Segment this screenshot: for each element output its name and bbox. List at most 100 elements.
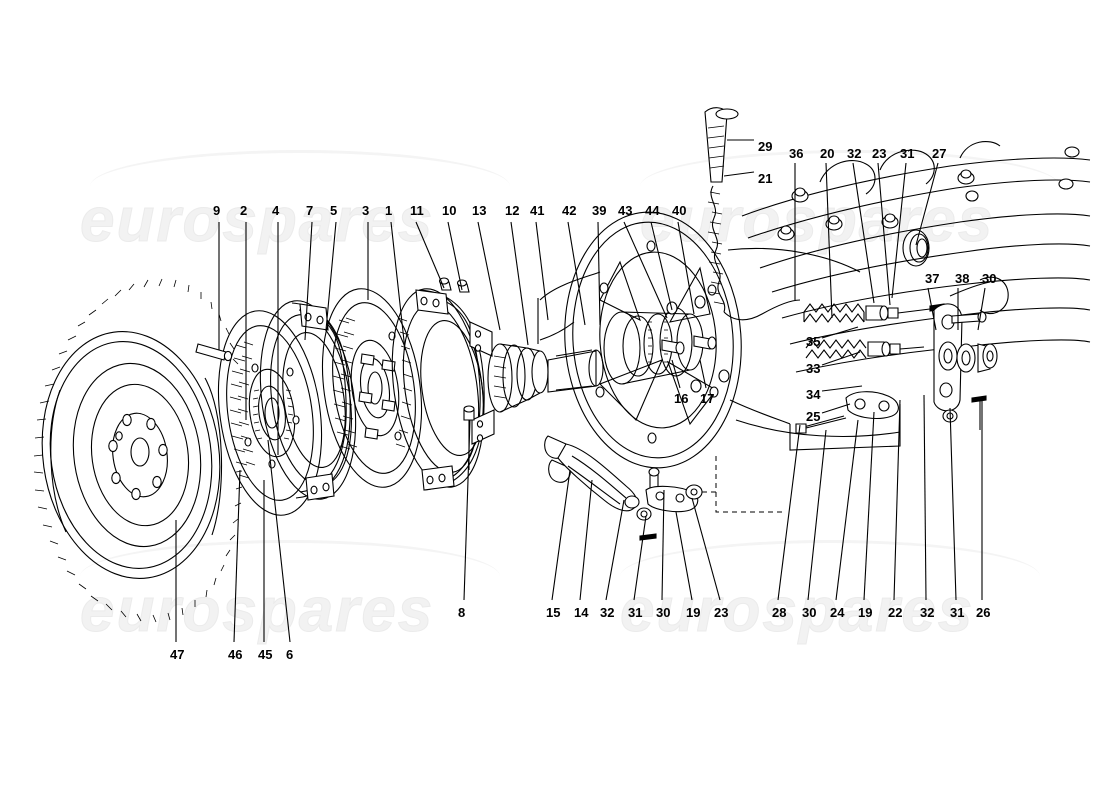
leader-line-37 (927, 287, 937, 331)
callout-label-2: 2 (240, 203, 248, 218)
callout-label-41: 41 (530, 203, 545, 218)
leader-line-28 (777, 424, 801, 601)
leader-line-1 (390, 221, 406, 351)
leader-line-41 (535, 221, 549, 321)
watermark-swoosh (620, 540, 1040, 613)
callout-label-32: 32 (600, 605, 615, 620)
leader-line-32 (852, 162, 875, 304)
leader-line-20 (825, 162, 833, 319)
callout-label-19: 19 (686, 605, 701, 620)
leader-line-42 (567, 221, 586, 326)
callout-label-29: 29 (758, 139, 773, 154)
callout-label-45: 45 (258, 647, 273, 662)
callout-label-43: 43 (618, 203, 633, 218)
leader-line-30 (977, 287, 986, 331)
callout-label-10: 10 (442, 203, 457, 218)
callout-label-42: 42 (562, 203, 577, 218)
watermark-swoosh (90, 150, 510, 223)
leader-lines (175, 139, 986, 643)
leader-line-43 (623, 221, 668, 319)
callout-label-34: 34 (806, 387, 821, 402)
leader-line-31 (891, 162, 907, 299)
callout-label-38: 38 (955, 271, 970, 286)
callout-label-30: 30 (802, 605, 817, 620)
leader-line-10 (447, 221, 463, 291)
leader-line-25 (821, 403, 851, 414)
clutch-release-fork (544, 435, 786, 541)
callout-label-14: 14 (574, 605, 589, 620)
leader-line-23 (877, 162, 891, 306)
leader-line-22 (893, 399, 901, 601)
callout-label-31: 31 (950, 605, 965, 620)
callout-label-24: 24 (830, 605, 845, 620)
leader-line-40 (677, 221, 695, 315)
gearbox-casing (741, 140, 1091, 373)
clutch-cable-and-boot (704, 107, 801, 321)
release-bearing-sleeve (487, 343, 604, 413)
callout-label-31: 31 (900, 146, 915, 161)
callout-label-23: 23 (872, 146, 887, 161)
leader-line-39 (597, 221, 601, 326)
leader-line-27 (915, 162, 939, 246)
callout-label-31: 31 (628, 605, 643, 620)
callout-label-26: 26 (976, 605, 991, 620)
watermark-swoosh (640, 150, 1060, 223)
callout-label-47: 47 (170, 647, 185, 662)
callout-label-9: 9 (213, 203, 221, 218)
callout-label-32: 32 (847, 146, 862, 161)
leader-line-13 (477, 221, 501, 331)
leader-line-15 (551, 469, 571, 601)
leader-line-19 (675, 511, 693, 601)
watermark-swoosh (80, 540, 500, 613)
leader-line-17 (699, 359, 707, 389)
callout-label-22: 22 (888, 605, 903, 620)
clutch-friction-disc-second (321, 288, 423, 488)
callout-label-13: 13 (472, 203, 487, 218)
callout-label-44: 44 (645, 203, 660, 218)
callout-label-25: 25 (806, 409, 821, 424)
leader-line-44 (650, 221, 673, 311)
callout-label-30: 30 (656, 605, 671, 620)
leader-line-12 (510, 221, 529, 346)
callout-label-32: 32 (920, 605, 935, 620)
leader-line-33 (821, 351, 861, 366)
leader-line-5 (325, 221, 337, 331)
leader-line-6 (267, 439, 291, 643)
leader-line-7 (304, 221, 313, 341)
leader-line-19 (863, 411, 875, 601)
callout-label-30: 30 (982, 271, 997, 286)
leader-line-35 (821, 326, 859, 339)
leader-line-23 (691, 497, 721, 601)
leader-line-32 (923, 394, 927, 601)
callout-label-37: 37 (925, 271, 940, 286)
leader-line-16 (671, 359, 681, 389)
callout-label-35: 35 (806, 334, 821, 349)
callout-label-7: 7 (306, 203, 314, 218)
leader-line-32 (605, 499, 625, 601)
callout-label-17: 17 (700, 391, 715, 406)
callout-label-27: 27 (932, 146, 947, 161)
leader-line-21 (723, 171, 755, 177)
callout-label-8: 8 (458, 605, 466, 620)
leader-line-11 (415, 221, 445, 289)
callout-label-11: 11 (410, 203, 424, 218)
clutch-rod-adjuster (795, 303, 945, 434)
callout-label-4: 4 (272, 203, 280, 218)
callout-label-3: 3 (362, 203, 370, 218)
callout-label-33: 33 (806, 361, 821, 376)
clutch-cover-assembly (391, 277, 495, 491)
leader-line-31 (633, 515, 647, 601)
leader-line-46 (233, 469, 241, 643)
flywheel-assembly (33, 278, 243, 623)
callout-label-5: 5 (330, 203, 338, 218)
callout-label-12: 12 (505, 203, 520, 218)
leader-line-24 (835, 419, 859, 601)
callout-label-20: 20 (820, 146, 835, 161)
bell-housing (537, 211, 901, 469)
leader-line-34 (821, 385, 863, 392)
callout-label-23: 23 (714, 605, 729, 620)
callout-label-15: 15 (546, 605, 561, 620)
leader-line-8 (463, 419, 471, 601)
